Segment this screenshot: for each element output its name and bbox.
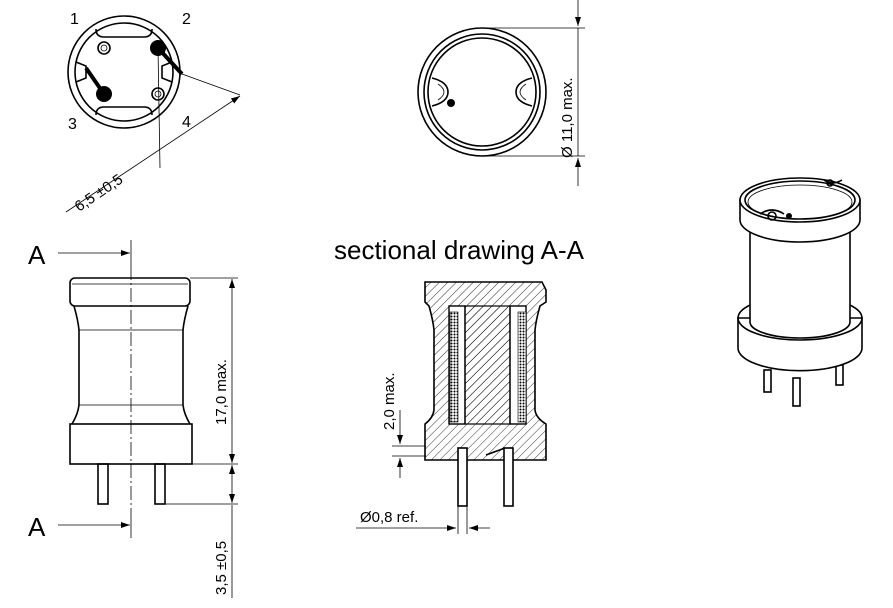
pin-4-label: 4 bbox=[182, 114, 191, 131]
pin-diameter-dim: Ø0,8 ref. bbox=[360, 509, 418, 526]
top-view: Ø 11,0 max. bbox=[417, 0, 585, 186]
pin-2-label: 2 bbox=[182, 11, 191, 28]
section-marker-top: A bbox=[28, 240, 46, 270]
pin-spacing-dim: 6,5 ±0,5 bbox=[72, 171, 126, 215]
side-view: A A 17,0 max. 3,5 ±0,5 bbox=[28, 240, 238, 598]
isometric-view bbox=[737, 177, 863, 407]
bottom-view: 1 2 3 4 6,5 ±0,5 bbox=[65, 11, 241, 215]
pin-length-dim: 3,5 ±0,5 bbox=[213, 541, 230, 595]
section-marker-bottom: A bbox=[28, 512, 46, 542]
pin-3-label: 3 bbox=[68, 116, 77, 133]
section-view: sectional drawing A-A 2,0 max. Ø0,8 ref. bbox=[334, 235, 585, 534]
pin-1-label: 1 bbox=[70, 11, 79, 28]
section-title: sectional drawing A-A bbox=[334, 235, 585, 265]
diameter-dim: Ø 11,0 max. bbox=[559, 77, 576, 158]
gap-dim: 2,0 max. bbox=[381, 372, 398, 430]
height-dim: 17,0 max. bbox=[213, 359, 230, 425]
